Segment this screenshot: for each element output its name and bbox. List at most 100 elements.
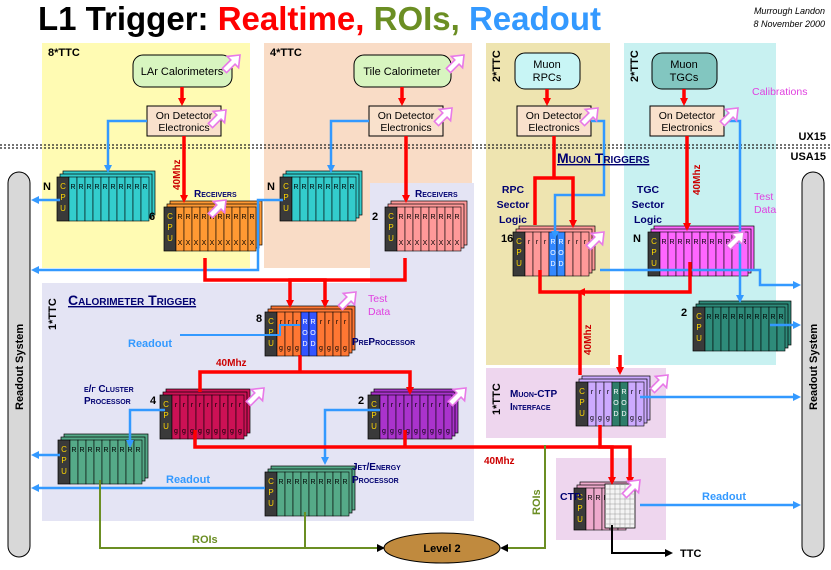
jep-rod-crate-module-letter: R <box>334 479 339 486</box>
jep-rod-crate-cpu-letter: C <box>268 477 274 486</box>
jep-rod-crate-module-letter: R <box>326 479 331 486</box>
tile-receiver-crate-cpu-letter: U <box>388 234 394 243</box>
lar-rod-crate-module-letter: R <box>94 184 99 191</box>
tile-rod-crate-cpu-letter: C <box>283 182 289 191</box>
ppr-crate-module-letter-alt: g <box>335 345 339 352</box>
ttc-output-label: TTC <box>680 548 701 560</box>
tgc-sl-count: N <box>633 233 641 245</box>
tile-fe-readout-link <box>327 119 369 173</box>
jep-rod-crate-module-letter: R <box>286 479 291 486</box>
cp-crate-module-letter-alt: g <box>190 428 194 435</box>
cavern-usa15: USA15 <box>791 151 826 163</box>
author-date: 8 November 2000 <box>753 19 825 29</box>
muctpi-crate-rod-letter: O <box>613 400 619 407</box>
ttc-arrow-tgc-sl <box>725 231 745 251</box>
rpc-sl-crate-rod-letter: D <box>550 261 555 268</box>
muctpi-crate-cpu-letter: U <box>579 409 585 418</box>
tile-on-detector-line2: Electronics <box>380 122 431 134</box>
lar-on-detector-box <box>146 105 222 137</box>
level2-label: Level 2 <box>423 543 460 555</box>
tile-receiver-crate-module-letter: R <box>430 214 435 221</box>
cp-rod-crate-cpu-letter: C <box>61 445 67 454</box>
ttc-arrow-cp <box>245 387 265 407</box>
lar-rod-crate-cpu-letter: C <box>60 182 66 191</box>
rpc-sl-crate-rod-letter: O <box>558 250 564 257</box>
muctpi-crate-module-letter-alt: g <box>606 415 610 422</box>
jep-rod-crate-module-letter: R <box>310 479 315 486</box>
jep-crate-module-letter: r <box>415 402 418 409</box>
muctpi-crate-module-letter: r <box>631 389 634 396</box>
ctp-crate-module-letter: R <box>587 495 592 502</box>
cp-crate-module-letter: r <box>223 402 226 409</box>
cp-crate-module-letter-alt: g <box>182 428 186 435</box>
cp-crate-cpu-letter: U <box>163 422 169 431</box>
cp-crate-module-letter-alt: g <box>238 428 242 435</box>
preprocessor-label: PreProcessor <box>352 337 415 348</box>
rpc-sl-crate-rod-letter: D <box>558 261 563 268</box>
cp-rod-crate-module <box>133 439 143 485</box>
tile-rod-crate-module-letter: R <box>349 184 354 191</box>
tgc-rod-crate-module-letter: R <box>770 314 775 321</box>
tile-receiver-crate-module-letter-alt: X <box>399 240 404 247</box>
lar-rod-crate-module-letter: R <box>102 184 107 191</box>
tgc-rod-crate-cpu-letter: U <box>696 334 702 343</box>
ttc-arrow-ppr <box>337 291 357 311</box>
tgc-rod-crate-cpu-letter: C <box>696 312 702 321</box>
lar-receiver-crate-module-letter-alt: X <box>234 240 239 247</box>
lar-rod-crate-module <box>140 176 150 222</box>
rpc-fe-readout-link <box>551 119 606 239</box>
ttc-arrow-lar-rx <box>207 199 227 219</box>
jep-crate-module <box>443 394 453 440</box>
muctpi-crate-rod-letter: D <box>613 411 618 418</box>
muctpi-roi-link <box>500 445 546 552</box>
ttc-arrow-group <box>207 54 745 499</box>
lar-receiver-crate-module-letter: R <box>241 214 246 221</box>
tile-calorimeter-label: Tile Calorimeter <box>363 66 441 78</box>
jep-rod-crate-cpu-letter: P <box>268 488 273 497</box>
ppr-count: 8 <box>256 313 262 325</box>
muctpi-crate-module-letter: r <box>639 389 642 396</box>
ppr-crate-cpu-letter: U <box>268 339 274 348</box>
lar-rod-crate-module-letter: R <box>78 184 83 191</box>
jep-crate-module-letter: r <box>431 402 434 409</box>
tile-receiver-crate-module-letter: R <box>446 214 451 221</box>
muon-rpcs-line1: Muon <box>533 59 561 71</box>
lar-rod-crate-module-letter: R <box>126 184 131 191</box>
jep-crate-module-letter-alt: g <box>398 428 402 435</box>
jet-energy-label-2: Processor <box>352 475 399 486</box>
muctpi-crate-module-letter-alt: g <box>590 415 594 422</box>
ppr-crate-rod-letter: D <box>310 341 315 348</box>
muctpi-crate-cpu-letter: C <box>579 387 585 396</box>
jet-energy-label-1: Jet/Energy <box>352 462 401 473</box>
muon-ctp-label-1: Muon-CTP <box>510 389 558 400</box>
muon-tgcs-line1: Muon <box>670 59 698 71</box>
jep-crate-module-letter-alt: g <box>414 428 418 435</box>
tile-receiver-crate-module-letter: R <box>398 214 403 221</box>
tgc-sl-crate-module-letter: R <box>669 239 674 246</box>
tile-rod-crate-module-letter: R <box>309 184 314 191</box>
tile-receiver-crate-module-letter: R <box>438 214 443 221</box>
jep-crate-module-letter-alt: g <box>430 428 434 435</box>
ttc-count-lar: 8*TTC <box>48 47 80 59</box>
speed-lar: 40Mhz <box>172 159 183 190</box>
speed-muctpi: 40Mhz <box>583 324 594 355</box>
rpc-on-detector-line1: On Detector <box>526 110 583 122</box>
ttc-count-tgc: 2*TTC <box>629 50 641 82</box>
tile-on-detector-line1: On Detector <box>378 110 435 122</box>
tgc-on-detector-box <box>649 105 725 137</box>
ppr-crate-rod-letter: R <box>302 319 307 326</box>
ppr-crate-module-letter: r <box>344 319 347 326</box>
rpc-sl-crate-rod-letter: R <box>558 239 563 246</box>
lar-rx-to-ppr <box>203 258 329 308</box>
ppr-crate-rod-letter: R <box>310 319 315 326</box>
cp-crate-module-letter: r <box>231 402 234 409</box>
ttc-arrow-tile <box>445 54 465 74</box>
tile-rod-crate-module-letter: R <box>317 184 322 191</box>
jep-rod-crate-module <box>340 471 350 517</box>
ppr-crate-module-letter: r <box>296 319 299 326</box>
readout-system-left-label: Readout System <box>14 324 26 410</box>
ttc-arrow-tile-fe <box>433 107 453 127</box>
tgc-rod-crate-module-letter: R <box>714 314 719 321</box>
muctpi-crate-rod-letter: R <box>621 389 626 396</box>
